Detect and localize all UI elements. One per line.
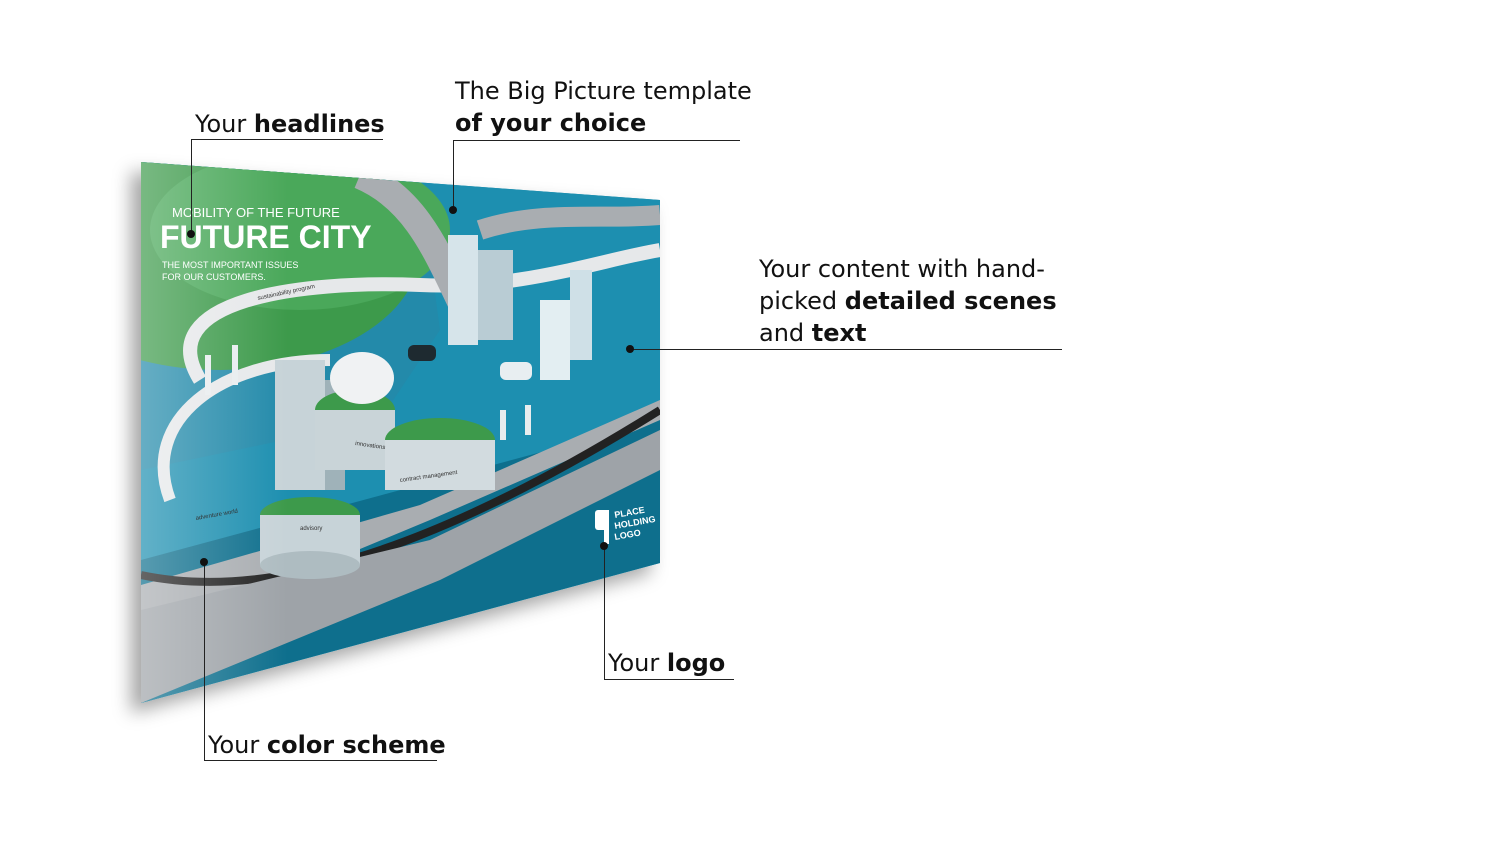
callout-template-line1: The Big Picture template	[455, 77, 752, 105]
callout-color: Your color scheme	[208, 729, 446, 761]
callout-content-line2-plain: picked	[759, 287, 845, 315]
callout-template-dot	[449, 206, 457, 214]
callout-headlines-dot	[187, 230, 195, 238]
poster-subtitle-line2: FOR OUR CUSTOMERS.	[162, 272, 266, 282]
callout-content-line3-bold: text	[811, 319, 867, 347]
callout-content: Your content with hand- picked detailed …	[759, 253, 1057, 349]
callout-template-rule	[453, 140, 740, 141]
scene-label-innovations: innovations	[355, 441, 386, 451]
callout-logo-rule	[604, 679, 734, 680]
callout-headlines-plain: Your	[195, 110, 254, 138]
scene-label-advisory: advisory	[300, 526, 322, 532]
callout-color-plain: Your	[208, 731, 267, 759]
callout-content-line1: Your content with hand-	[759, 255, 1045, 283]
callout-headlines: Your headlines	[195, 108, 385, 140]
poster-kicker: MOBILITY OF THE FUTURE	[172, 205, 340, 220]
callout-headlines-bold: headlines	[253, 110, 385, 138]
callout-color-rule	[204, 760, 437, 761]
callout-logo-leader	[604, 546, 605, 680]
poster-title: FUTURE CITY	[160, 219, 372, 255]
callout-logo-plain: Your	[608, 649, 667, 677]
callout-content-line2-bold: detailed scenes	[844, 287, 1057, 315]
poster-logo: PLACE HOLDING LOGO	[595, 505, 656, 544]
callout-color-dot	[200, 558, 208, 566]
callout-template-leader	[453, 140, 454, 210]
callout-template: The Big Picture template of your choice	[455, 75, 752, 139]
callout-template-bold: of your choice	[455, 109, 647, 137]
callout-headlines-leader	[191, 139, 192, 234]
callout-content-dot	[626, 345, 634, 353]
callout-logo-bold: logo	[666, 649, 726, 677]
callout-content-line3-plain: and	[759, 319, 812, 347]
callout-logo-dot	[600, 542, 608, 550]
callout-logo: Your logo	[608, 647, 725, 679]
callout-color-bold: color scheme	[266, 731, 446, 759]
poster-subtitle-line1: THE MOST IMPORTANT ISSUES	[162, 260, 298, 270]
logo-line3: LOGO	[614, 528, 642, 542]
callout-content-rule	[630, 349, 1062, 350]
callout-color-leader	[204, 562, 205, 761]
callout-headlines-rule	[191, 139, 383, 140]
